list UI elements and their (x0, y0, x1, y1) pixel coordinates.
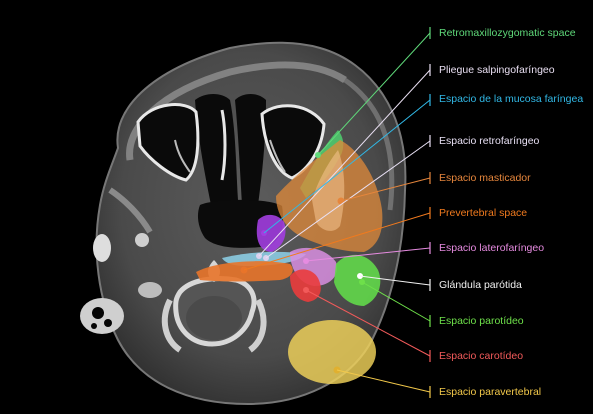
nasal-cavity (195, 94, 238, 210)
label-parotideo: Espacio parotídeo (439, 315, 524, 327)
label-paravertebral: Espacio paravertebral (439, 386, 542, 398)
label-mucosa-faringea: Espacio de la mucosa faríngea (439, 93, 584, 105)
label-pliegue-salpingofaringeo: Pliegue salpingofaríngeo (439, 64, 555, 76)
paravertebral-region (288, 320, 376, 384)
label-retromaxillozygomatic: Retromaxillozygomatic space (439, 27, 576, 39)
label-glandula-parotida: Glándula parótida (439, 279, 522, 291)
label-carotideo: Espacio carotídeo (439, 350, 524, 362)
label-laterofaringeo: Espacio laterofaríngeo (439, 242, 545, 254)
parotid-region (334, 254, 381, 306)
mucosa-region (256, 214, 286, 252)
label-masticador: Espacio masticador (439, 172, 531, 184)
label-prevertebral: Prevertebral space (439, 207, 528, 219)
label-retrofaringeo: Espacio retrofaríngeo (439, 135, 540, 147)
